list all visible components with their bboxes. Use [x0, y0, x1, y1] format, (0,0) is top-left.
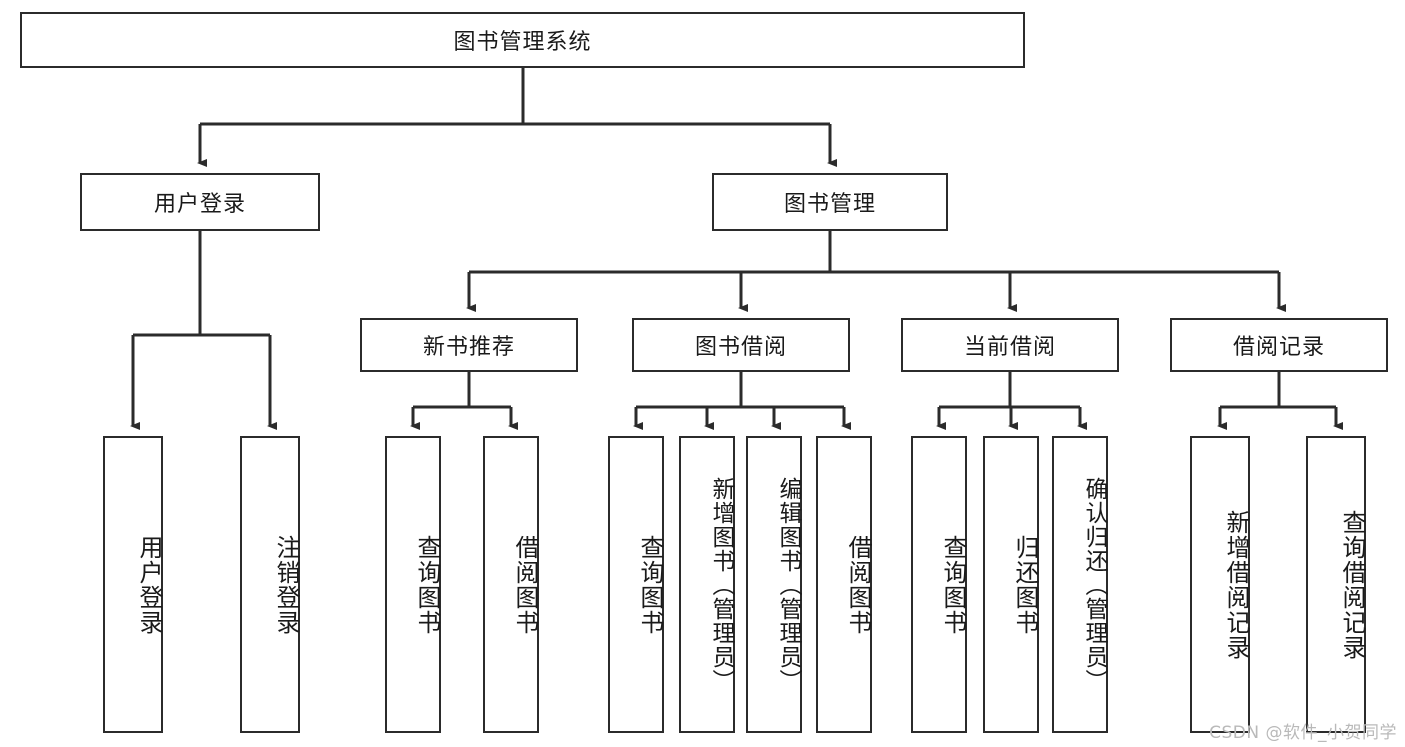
node-leaf-add-book[interactable]: 新增图书（管理员）	[679, 436, 735, 733]
csdn-watermark: CSDN @软件_小贺同学	[1209, 723, 1397, 743]
node-leaf-logout-login[interactable]: 注销登录	[240, 436, 300, 733]
node-leaf-borrow-book-2[interactable]: 借阅图书	[816, 436, 872, 733]
node-leaf-borrow-book-1[interactable]: 借阅图书	[483, 436, 539, 733]
node-leaf-query-book-2[interactable]: 查询图书	[608, 436, 664, 733]
node-book-borrow[interactable]: 图书借阅	[632, 318, 850, 372]
node-leaf-add-borrow-record[interactable]: 新增借阅记录	[1190, 436, 1250, 733]
node-borrow-record[interactable]: 借阅记录	[1170, 318, 1388, 372]
node-leaf-query-book-3[interactable]: 查询图书	[911, 436, 967, 733]
node-leaf-confirm-return[interactable]: 确认归还（管理员）	[1052, 436, 1108, 733]
node-root[interactable]: 图书管理系统	[20, 12, 1025, 68]
node-leaf-return-book[interactable]: 归还图书	[983, 436, 1039, 733]
node-user-login[interactable]: 用户登录	[80, 173, 320, 231]
node-leaf-edit-book[interactable]: 编辑图书（管理员）	[746, 436, 802, 733]
node-book-manage[interactable]: 图书管理	[712, 173, 948, 231]
node-new-book-recommend[interactable]: 新书推荐	[360, 318, 578, 372]
node-current-borrow[interactable]: 当前借阅	[901, 318, 1119, 372]
node-leaf-query-book-1[interactable]: 查询图书	[385, 436, 441, 733]
node-leaf-query-borrow-record[interactable]: 查询借阅记录	[1306, 436, 1366, 733]
node-leaf-user-login[interactable]: 用户登录	[103, 436, 163, 733]
